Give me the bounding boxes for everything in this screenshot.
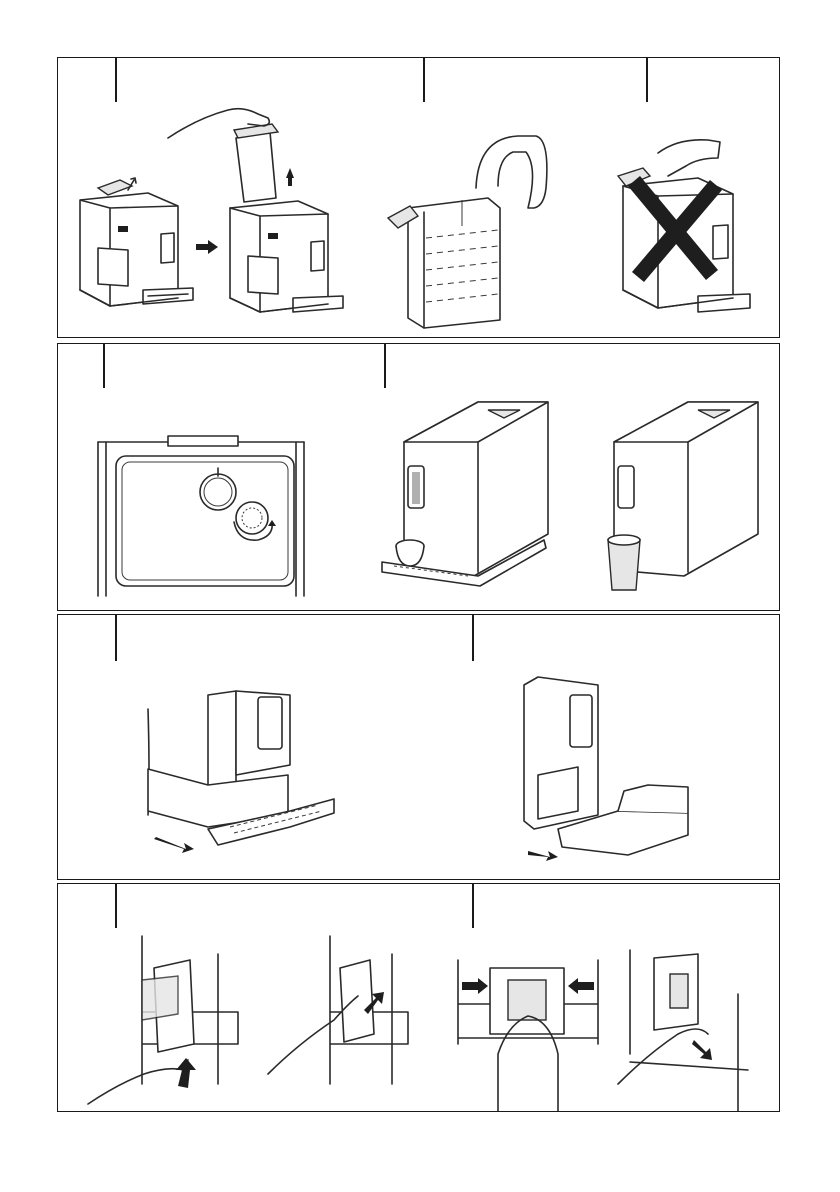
grinder-top-view — [98, 436, 304, 596]
coffee-machine-illustration — [168, 109, 343, 312]
panel-1 — [57, 57, 780, 338]
brew-unit-step-illustration — [88, 936, 238, 1104]
coffee-machine-illustration — [80, 178, 193, 306]
panel-4 — [57, 883, 780, 1112]
water-tank-illustration — [388, 136, 547, 328]
brew-unit-step-illustration — [458, 960, 598, 1112]
coffee-machine-illustration — [382, 402, 548, 586]
brew-unit-step-illustration — [268, 936, 408, 1084]
panel-3 — [57, 614, 780, 880]
grounds-container-illustration — [524, 677, 688, 861]
panel-2 — [57, 343, 780, 611]
coffee-machine-illustration — [608, 402, 758, 590]
arrow-icon — [196, 240, 218, 254]
drip-tray-illustration — [148, 691, 334, 853]
brew-unit-step-illustration — [618, 950, 748, 1112]
dial-icon — [200, 474, 236, 510]
